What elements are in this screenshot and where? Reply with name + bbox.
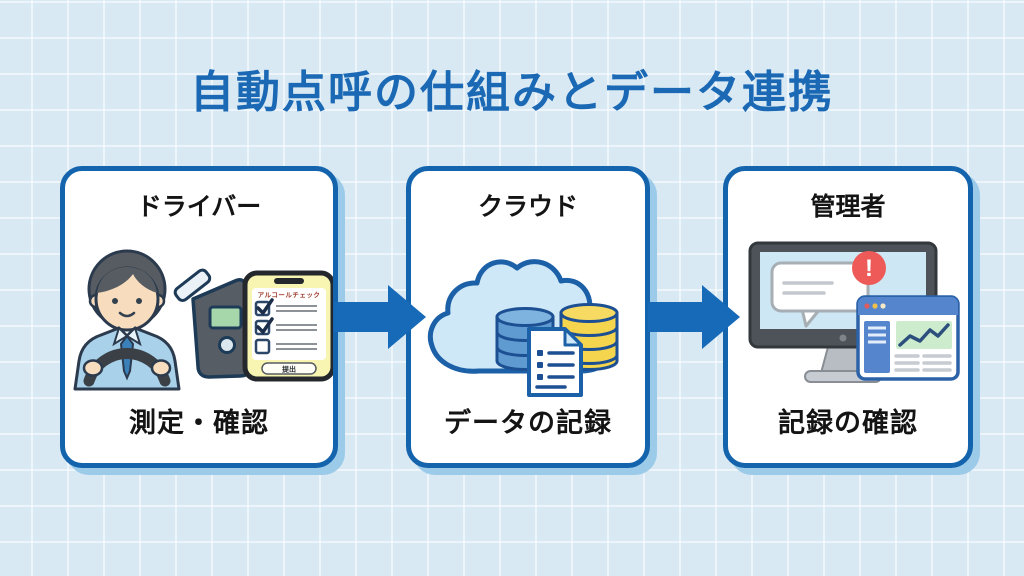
- phone-app-title: アルコールチェック: [258, 290, 321, 299]
- driver-illustration: アルコールチェック: [73, 249, 333, 391]
- document-icon: [527, 327, 583, 397]
- card-admin: 管理者 !: [723, 166, 973, 468]
- card-driver-header: ドライバー: [136, 193, 262, 221]
- arrow-cloud-to-admin-icon: [648, 285, 740, 349]
- admin-illustration: !: [748, 241, 960, 383]
- window-dot-light: [880, 303, 886, 309]
- card-admin-header: 管理者: [810, 193, 886, 221]
- alert-glyph: !: [865, 255, 873, 282]
- checklist-row-unchecked: [254, 338, 317, 355]
- card-driver-caption: 測定・確認: [129, 408, 269, 438]
- driver-icon: [73, 249, 181, 391]
- checklist-row-checked: [254, 317, 317, 336]
- card-cloud-header: クラウド: [477, 193, 578, 221]
- card-cloud: クラウド: [406, 166, 650, 468]
- page-title: 自動点呼の仕組みとデータ連携: [190, 68, 834, 117]
- card-driver: ドライバー: [60, 166, 338, 468]
- record-list-lines: [894, 354, 952, 372]
- line-chart-icon: [896, 321, 952, 349]
- card-cloud-caption: データの記録: [444, 408, 612, 438]
- speech-bubble-icon: [770, 261, 870, 328]
- window-dot-yellow: [872, 303, 878, 309]
- breathalyzer-icon: [173, 268, 253, 379]
- browser-window-icon: [856, 295, 960, 381]
- window-dot-red: [864, 303, 870, 309]
- phone-submit-button: [261, 362, 317, 375]
- card-admin-caption: 記録の確認: [778, 408, 918, 438]
- phone-submit-label: 提出: [281, 365, 296, 374]
- phone-notch: [274, 278, 304, 284]
- smartphone-icon: アルコールチェック: [242, 270, 333, 382]
- arrow-driver-to-cloud-icon: [334, 285, 426, 349]
- alert-icon: !: [852, 251, 886, 285]
- checklist-row-checked: [254, 298, 317, 317]
- cloud-illustration: [427, 259, 619, 397]
